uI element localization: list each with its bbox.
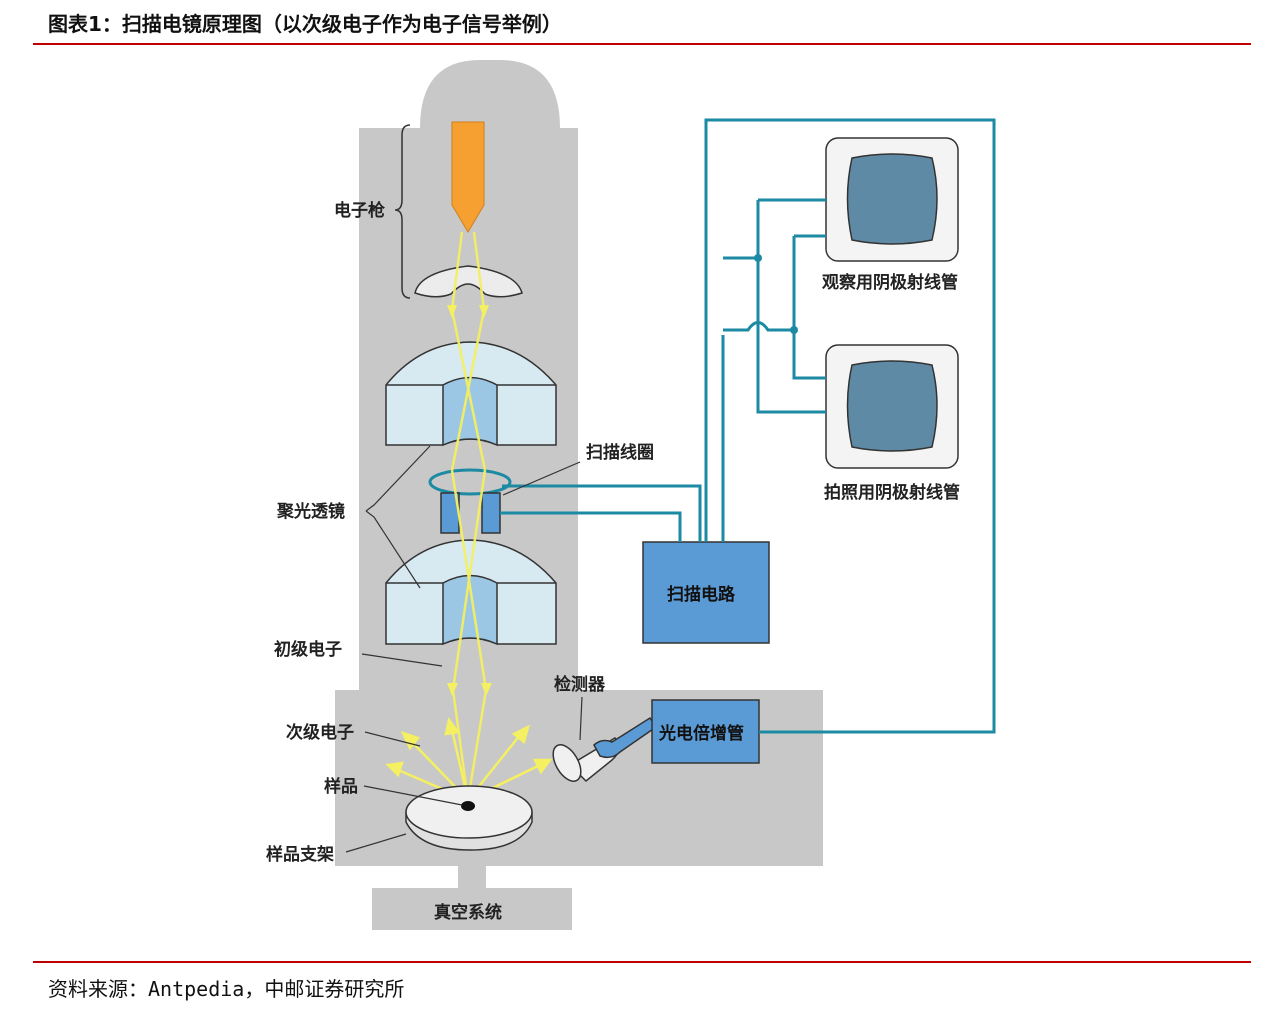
label-sample: 样品 [324, 776, 358, 797]
beam-arrows [447, 305, 492, 696]
label-crt-view: 观察用阴极射线管 [821, 272, 958, 293]
electron-gun [451, 121, 485, 233]
electron-beam [450, 231, 488, 801]
sample-dot [461, 801, 475, 811]
label-primary-electrons: 初级电子 [274, 639, 342, 660]
detector [552, 716, 658, 783]
bottom-divider [33, 961, 1251, 963]
leader-lines [345, 445, 583, 853]
junction-dot [790, 326, 798, 334]
crt-view [825, 137, 959, 262]
junction-dot [754, 254, 762, 262]
condenser-lens-upper [385, 341, 557, 447]
crt-photo [825, 344, 959, 469]
gun-bracket [394, 124, 411, 299]
label-vacuum-system: 真空系统 [434, 902, 502, 923]
label-scan-coils: 扫描线圈 [586, 442, 654, 463]
label-secondary-electrons: 次级电子 [286, 722, 354, 743]
label-pmt: 光电倍增管 [658, 723, 744, 744]
figure-title: 图表1：扫描电镜原理图（以次级电子作为电子信号举例） [48, 12, 562, 36]
top-divider [33, 43, 1251, 45]
anode-plate [414, 265, 523, 298]
label-condenser-lens: 聚光透镜 [276, 501, 345, 522]
label-scan-circuit: 扫描电路 [667, 584, 736, 605]
wiring [500, 118, 996, 734]
pmt-box [651, 699, 760, 764]
microscope-column [335, 60, 823, 930]
scan-coils [428, 468, 512, 534]
label-crt-photo: 拍照用阴极射线管 [824, 482, 960, 503]
label-electron-gun: 电子枪 [334, 200, 385, 221]
label-sample-holder: 样品支架 [266, 844, 334, 865]
source-note: 资料来源：Antpedia，中邮证券研究所 [48, 977, 405, 1001]
label-detector: 检测器 [554, 674, 606, 695]
sample-holder [405, 785, 533, 851]
